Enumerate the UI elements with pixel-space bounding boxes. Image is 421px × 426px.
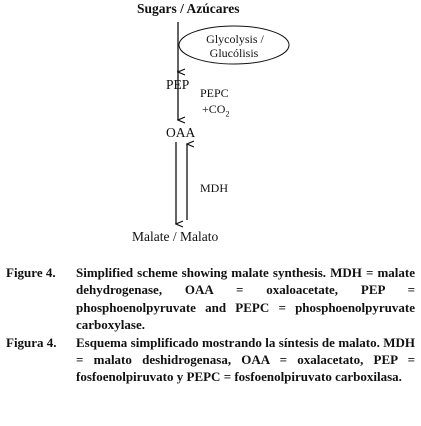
mdh-label: MDH (200, 181, 229, 195)
caption-en-head: Figure 4. (6, 265, 56, 280)
pep-label: PEP (166, 77, 190, 92)
glucolisis-label: Glucólisis (209, 46, 259, 60)
diagram-arrows (0, 22, 290, 250)
pepc-label: PEPC (200, 86, 229, 100)
malate-label: Malate / Malato (132, 229, 219, 244)
glycolysis-oval (178, 25, 290, 65)
co2-text: +CO (202, 102, 226, 116)
caption-english: Figure 4. Simplified scheme showing mala… (0, 264, 421, 334)
malate-synthesis-diagram: Sugars / Azúcares Glycolysis / Glucólisi… (0, 1, 290, 250)
glycolysis-label: Glycolysis / (206, 32, 264, 46)
co2-subscript: 2 (225, 109, 230, 119)
caption-spanish: Figura 4. Esquema simplificado mostrando… (0, 334, 421, 386)
oaa-label: OAA (166, 125, 196, 140)
co2-label: +CO2 (202, 102, 229, 121)
sugars-label: Sugars / Azúcares (137, 1, 240, 16)
caption-es-body: Esquema simplificado mostrando la síntes… (76, 334, 415, 385)
caption-es-head: Figura 4. (6, 334, 57, 350)
caption-en-body: Simplified scheme showing malate synthes… (76, 265, 415, 333)
figure-caption: Figure 4. Simplified scheme showing mala… (0, 264, 421, 386)
